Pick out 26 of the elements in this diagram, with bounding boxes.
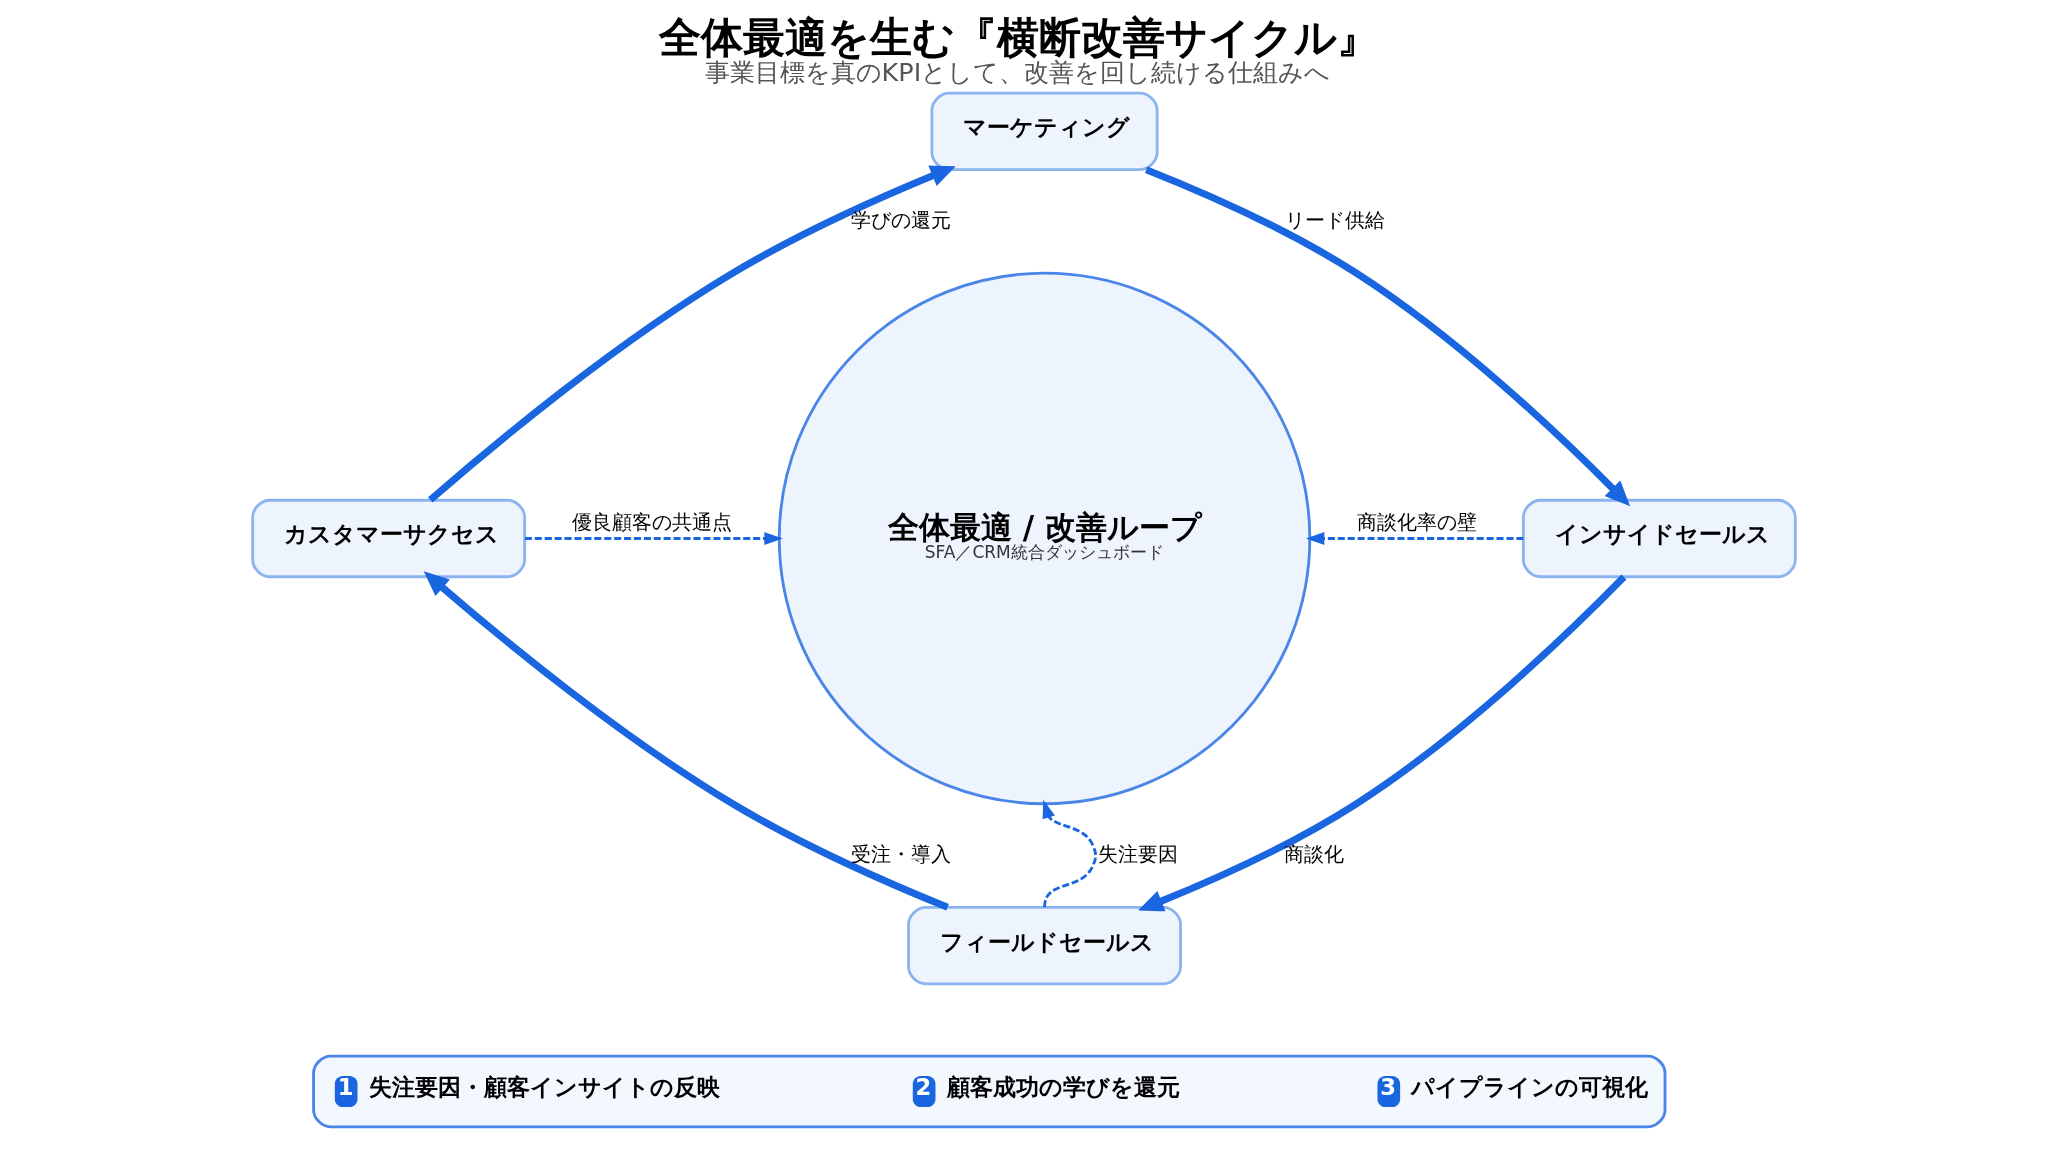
arrow bbox=[428, 165, 956, 503]
node-box: カスタマーサクセス bbox=[251, 498, 527, 579]
edge-label: 優良顧客の共通点 bbox=[571, 510, 732, 534]
arrow bbox=[1305, 532, 1524, 545]
node-circle: 全体最適 / 改善ループ SFA／CRM統合ダッシュボード bbox=[777, 271, 1312, 806]
node-box: フィールドセールス bbox=[907, 905, 1182, 986]
node-label: パイプラインの可視化 bbox=[1411, 1074, 1649, 1101]
arrow bbox=[1042, 799, 1098, 908]
edge-label: 商談化率の壁 bbox=[1356, 510, 1477, 534]
node-box: インサイドセールス bbox=[1521, 498, 1797, 579]
node-box: マーケティング bbox=[930, 91, 1159, 171]
node-label: 顧客成功の学びを還元 bbox=[946, 1074, 1180, 1101]
node-box: 2 bbox=[912, 1075, 936, 1108]
edge-label: リード供給 bbox=[1284, 208, 1385, 232]
node-box: 1 bbox=[334, 1075, 358, 1108]
edge-label: 受注・導入 bbox=[851, 842, 952, 866]
arrow bbox=[1144, 166, 1631, 507]
arrow bbox=[524, 532, 783, 545]
node-label: 失注要因・顧客インサイトの反映 bbox=[368, 1074, 720, 1101]
node-box: 3 bbox=[1377, 1075, 1401, 1108]
edge-label: 学びの還元 bbox=[851, 208, 952, 232]
arrow bbox=[423, 571, 949, 911]
edge-label: 商談化 bbox=[1284, 842, 1345, 866]
edge-label: 失注要因 bbox=[1098, 842, 1179, 866]
arrow bbox=[1138, 574, 1627, 912]
cluster bbox=[312, 1054, 1667, 1129]
